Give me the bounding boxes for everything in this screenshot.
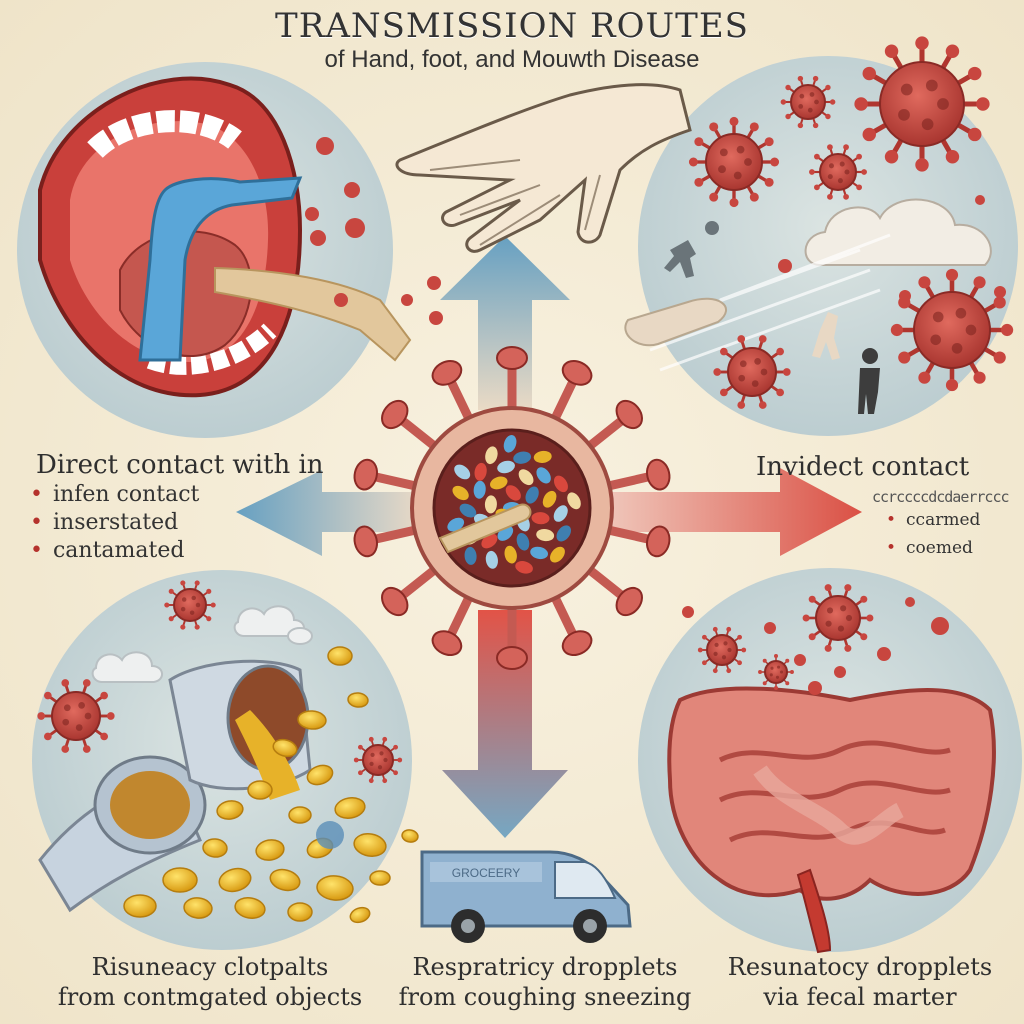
bullet-dot-icon: • bbox=[886, 538, 897, 558]
van-icon: GROCEERY bbox=[420, 850, 632, 943]
right-panel-heading: Invidect contact bbox=[756, 452, 970, 482]
van-sign-text: GROCEERY bbox=[452, 866, 520, 880]
right-panel-scribble: ccrccccdcdaerrccc bbox=[872, 488, 1010, 506]
virus-icon bbox=[854, 36, 990, 172]
arrow-icon bbox=[236, 236, 862, 838]
hand-icon bbox=[395, 83, 692, 253]
van-sign-panel bbox=[430, 862, 542, 882]
caption-bottom-center-line-1: Respratricy dropplets bbox=[412, 953, 678, 981]
caption-bottom-left-line-2: from contmgated objects bbox=[57, 983, 363, 1011]
virus-icon bbox=[802, 584, 874, 652]
page-title: TRANSMISSION ROUTES bbox=[275, 6, 749, 46]
caption-bottom-left: Risuneacy clotpalts from contmgated obje… bbox=[30, 952, 390, 1012]
caption-bottom-left-line-1: Risuneacy clotpalts bbox=[91, 953, 329, 981]
droplets-top-left bbox=[305, 137, 443, 325]
pipe-icon bbox=[38, 659, 312, 913]
virus-layer bbox=[37, 36, 1014, 784]
mouth-icon bbox=[38, 76, 412, 398]
virus-icon bbox=[758, 654, 794, 690]
droplets-bottom-right bbox=[682, 597, 949, 695]
caption-bottom-center: Respratricy dropplets from coughing snee… bbox=[375, 952, 715, 1012]
left-bullet-2: • inserstated bbox=[30, 510, 178, 535]
virus-icon bbox=[809, 144, 867, 200]
person-figures bbox=[624, 221, 880, 414]
intestine-icon bbox=[667, 686, 996, 954]
left-bullet-2-text: inserstated bbox=[52, 510, 179, 535]
right-bullet-1-text: ccarmed bbox=[906, 510, 981, 530]
central-virus-icon bbox=[353, 346, 671, 670]
virus-icon bbox=[713, 335, 791, 409]
caption-bottom-right: Resunatocy dropplets via fecal marter bbox=[700, 952, 1020, 1012]
virus-icon bbox=[164, 580, 216, 630]
bullet-dot-icon: • bbox=[30, 510, 43, 535]
page-subtitle: of Hand, foot, and Mouwth Disease bbox=[324, 46, 700, 73]
virus-icon bbox=[780, 75, 836, 129]
caption-bottom-right-line-2: via fecal marter bbox=[763, 983, 957, 1011]
caption-bottom-center-line-2: from coughing sneezing bbox=[398, 983, 692, 1011]
virus-icon bbox=[890, 268, 1014, 392]
virus-icon bbox=[688, 116, 780, 208]
bullet-dot-icon: • bbox=[886, 510, 897, 530]
left-bullet-1-text: infen contact bbox=[52, 482, 200, 507]
caption-bottom-right-line-1: Resunatocy dropplets bbox=[727, 953, 993, 981]
right-bullet-1: • ccarmed bbox=[886, 510, 980, 530]
bullet-dot-icon: • bbox=[30, 482, 43, 507]
virus-icon bbox=[37, 679, 115, 753]
right-bullet-2: • coemed bbox=[886, 538, 973, 558]
yellow-blobs bbox=[123, 646, 419, 924]
left-bullet-1: • infen contact bbox=[30, 482, 199, 507]
small-clouds bbox=[91, 605, 313, 683]
blue-particle bbox=[316, 821, 344, 849]
left-bullet-3: • cantamated bbox=[30, 538, 184, 563]
left-bullet-3-text: cantamated bbox=[52, 538, 185, 563]
right-bullet-2-text: coemed bbox=[906, 538, 973, 558]
left-panel-heading: Direct contact with in bbox=[36, 450, 324, 480]
virus-icon bbox=[697, 626, 747, 674]
bullet-dot-icon: • bbox=[30, 538, 43, 563]
virus-icon bbox=[353, 736, 403, 784]
